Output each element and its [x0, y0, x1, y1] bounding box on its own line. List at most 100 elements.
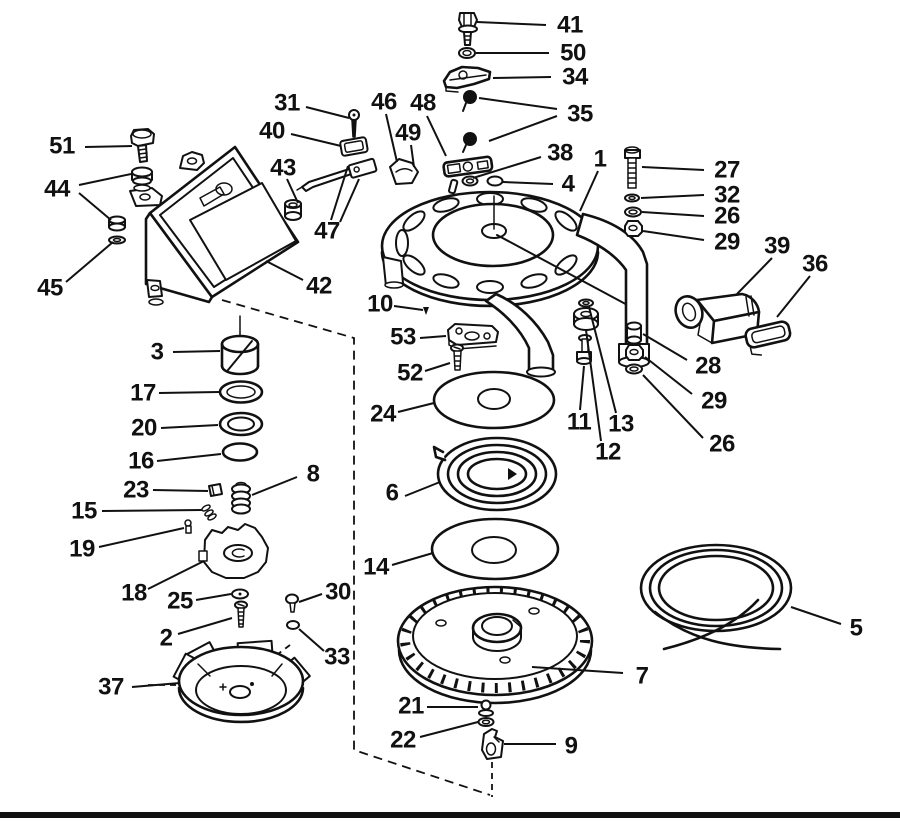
part-washer-26a [624, 206, 642, 218]
housing-slots [395, 192, 578, 294]
callout-35: 35 [567, 101, 593, 128]
callout-16: 16 [128, 448, 154, 475]
part-bolt-52 [450, 343, 464, 371]
part-bushing-44 [131, 166, 153, 192]
part-nut-33 [286, 620, 300, 630]
part-spring-8 [231, 481, 251, 515]
callout-43: 43 [270, 155, 296, 182]
footer-rule [0, 812, 900, 818]
callout-28: 28 [695, 353, 721, 380]
part-key-36 [744, 320, 792, 356]
callout-labels: 41 50 34 35 38 4 1 27 32 26 29 39 36 28 … [37, 12, 863, 760]
callout-32: 32 [714, 182, 740, 209]
part-nut-4 [486, 175, 504, 187]
part-washer-24 [432, 370, 556, 430]
part-nut-29a [624, 220, 643, 237]
part-ring-20 [218, 411, 264, 437]
callout-48: 48 [410, 90, 436, 117]
part-bracket-42 [129, 145, 300, 306]
callout-22: 22 [390, 727, 416, 754]
part-washer-32 [624, 193, 640, 203]
part-washer-26b [625, 363, 643, 375]
part-screw-31 [348, 109, 360, 138]
part-spring-15 [201, 504, 217, 521]
callout-37: 37 [98, 674, 124, 701]
part-washer-45 [108, 235, 126, 245]
part-pin-19 [184, 519, 192, 534]
part-washer-14 [430, 517, 560, 581]
callout-6: 6 [386, 480, 399, 507]
part-link-48 [442, 155, 494, 195]
callout-39: 39 [764, 233, 790, 260]
callout-42: 42 [306, 273, 332, 300]
callout-52: 52 [397, 360, 423, 387]
part-spacer-28 [626, 321, 642, 345]
callout-21: 21 [398, 693, 424, 720]
part-plate-40 [339, 136, 369, 157]
callout-34: 34 [562, 64, 589, 91]
callout-26a: 26 [714, 203, 740, 230]
part-bumpers-35 [462, 90, 477, 153]
part-handle-39 [674, 292, 761, 345]
part-pin-21 [478, 699, 494, 717]
callout-38: 38 [547, 140, 573, 167]
callout-24: 24 [370, 401, 397, 428]
callout-25: 25 [167, 588, 193, 615]
part-plate-53 [447, 323, 499, 350]
callout-4: 4 [562, 171, 576, 198]
part-drum-37 [172, 639, 311, 724]
callout-27: 27 [714, 157, 740, 184]
part-rope-5 [639, 543, 793, 651]
callout-19: 19 [69, 536, 95, 563]
callout-53: 53 [390, 324, 416, 351]
callout-14: 14 [363, 554, 390, 581]
leader-lines [65, 21, 842, 745]
callout-51: 51 [49, 133, 75, 160]
part-clip-23 [208, 483, 223, 497]
callout-33: 33 [324, 644, 350, 671]
callout-40: 40 [259, 118, 285, 145]
callout-41: 41 [557, 12, 583, 39]
callout-8: 8 [307, 461, 320, 488]
part-wedge-46-49 [389, 158, 419, 185]
callout-49: 49 [395, 120, 421, 147]
callout-36: 36 [802, 251, 828, 278]
part-washer-22 [477, 717, 495, 727]
part-pin-10 [423, 307, 429, 315]
part-cup-43 [284, 199, 302, 221]
callout-7: 7 [636, 663, 649, 690]
part-bushing-3 [220, 334, 260, 376]
callout-20: 20 [131, 415, 157, 442]
callout-11: 11 [567, 409, 592, 436]
part-nut-44 [108, 215, 126, 232]
callout-29a: 29 [714, 229, 740, 256]
callout-18: 18 [121, 580, 147, 607]
part-nut-50 [458, 47, 476, 59]
part-rod-47 [296, 157, 378, 192]
part-washer-25 [231, 588, 249, 600]
callout-47: 47 [314, 218, 340, 245]
part-bolt-41 [458, 12, 478, 46]
callout-1: 1 [594, 146, 607, 173]
callout-9: 9 [565, 733, 578, 760]
part-spiral-spring-6 [432, 436, 558, 512]
callout-50: 50 [560, 40, 586, 67]
callout-5: 5 [850, 615, 863, 642]
part-bolt-51 [130, 128, 155, 163]
callout-3: 3 [151, 339, 164, 366]
callout-30: 30 [325, 579, 351, 606]
callout-44: 44 [44, 176, 71, 203]
part-ring-16 [221, 442, 259, 462]
part-latch-34 [442, 65, 492, 93]
callout-31: 31 [274, 90, 300, 117]
callout-13: 13 [608, 411, 634, 438]
callout-12: 12 [595, 439, 621, 466]
part-screw-2 [234, 600, 248, 628]
part-housing-1 [380, 190, 650, 378]
callout-26b: 26 [709, 431, 735, 458]
part-bolt-27 [624, 146, 641, 189]
part-ring-17 [218, 380, 264, 404]
callout-10: 10 [367, 291, 393, 318]
